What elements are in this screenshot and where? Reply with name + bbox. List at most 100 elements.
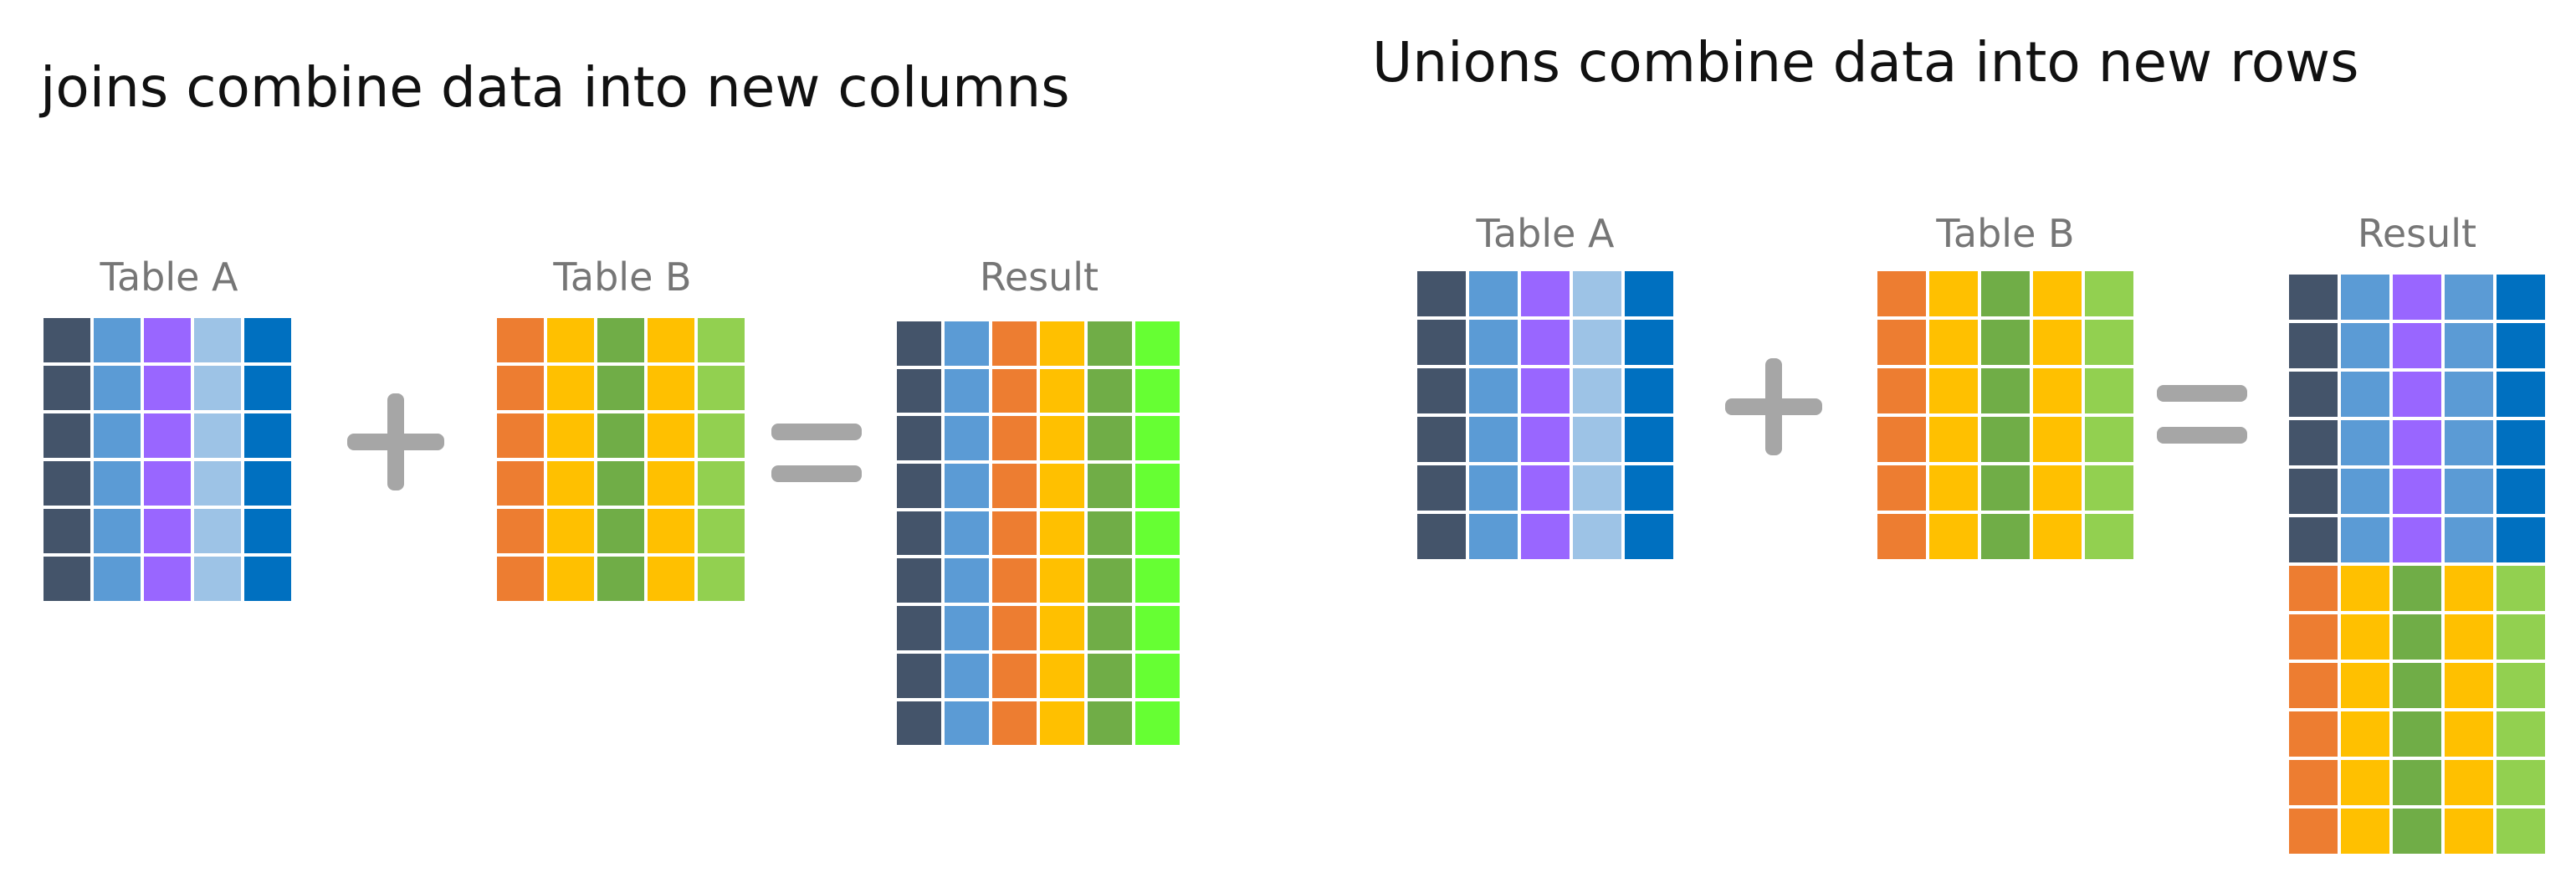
table-cell	[92, 507, 142, 555]
table-cell	[1876, 464, 1928, 512]
table-cell	[2339, 661, 2391, 710]
table-cell	[1876, 270, 1928, 318]
table-cell	[545, 460, 596, 507]
joins-result-grid	[895, 320, 1181, 747]
table-cell	[1928, 367, 1979, 415]
table-cell	[1416, 367, 1467, 415]
table-cell	[2443, 273, 2495, 321]
table-cell	[1086, 367, 1134, 415]
table-cell	[2031, 464, 2083, 512]
table-cell	[1876, 367, 1928, 415]
joins-heading: joins combine data into new columns	[40, 55, 1070, 120]
table-cell	[495, 555, 545, 603]
table-cell	[1416, 318, 1467, 367]
table-cell	[2495, 418, 2547, 467]
table-cell	[1467, 512, 1519, 561]
table-cell	[2391, 807, 2443, 855]
table-cell	[2339, 467, 2391, 516]
table-cell	[2391, 564, 2443, 613]
table-cell	[2083, 512, 2135, 561]
table-cell	[545, 555, 596, 603]
table-cell	[1928, 318, 1979, 367]
table-cell	[2287, 321, 2339, 370]
table-cell	[495, 507, 545, 555]
table-cell	[2443, 321, 2495, 370]
table-cell	[142, 460, 192, 507]
table-cell	[2443, 613, 2495, 661]
table-cell	[1571, 367, 1623, 415]
table-cell	[2391, 661, 2443, 710]
table-cell	[1416, 464, 1467, 512]
table-cell	[2443, 661, 2495, 710]
table-cell	[991, 557, 1038, 605]
table-cell	[1623, 318, 1675, 367]
table-cell	[1134, 557, 1181, 605]
table-cell	[1876, 318, 1928, 367]
table-cell	[1876, 415, 1928, 464]
table-cell	[1038, 320, 1086, 367]
table-cell	[1571, 464, 1623, 512]
table-cell	[2391, 467, 2443, 516]
table-cell	[943, 414, 991, 463]
table-cell	[646, 364, 696, 412]
table-cell	[1623, 464, 1675, 512]
table-cell	[1979, 464, 2031, 512]
table-cell	[2083, 415, 2135, 464]
table-cell	[2287, 370, 2339, 418]
table-cell	[1038, 651, 1086, 700]
table-cell	[1086, 699, 1134, 747]
unions-table-a-grid	[1416, 270, 1675, 561]
table-cell	[92, 364, 142, 412]
table-cell	[2287, 661, 2339, 710]
table-cell	[495, 316, 545, 364]
joins-plus-icon	[347, 393, 444, 490]
table-cell	[1134, 509, 1181, 557]
table-cell	[2495, 321, 2547, 370]
table-cell	[646, 412, 696, 460]
unions-table-b-grid	[1876, 270, 2135, 561]
table-cell	[1086, 509, 1134, 557]
table-cell	[646, 316, 696, 364]
table-cell	[2495, 516, 2547, 564]
table-cell	[1467, 415, 1519, 464]
table-cell	[1038, 414, 1086, 463]
table-cell	[1038, 699, 1086, 747]
table-cell	[243, 316, 293, 364]
table-cell	[2339, 273, 2391, 321]
table-cell	[2443, 370, 2495, 418]
joins-table-a-grid	[42, 316, 293, 603]
table-cell	[142, 364, 192, 412]
table-cell	[243, 412, 293, 460]
table-cell	[2339, 516, 2391, 564]
table-cell	[192, 460, 243, 507]
table-cell	[943, 367, 991, 415]
table-cell	[991, 604, 1038, 652]
table-cell	[991, 651, 1038, 700]
table-cell	[895, 367, 943, 415]
joins-table-a-label: Table A	[100, 254, 238, 300]
table-cell	[1038, 462, 1086, 510]
table-cell	[895, 557, 943, 605]
table-cell	[943, 557, 991, 605]
table-cell	[2495, 710, 2547, 758]
joins-table-b-label: Table B	[553, 254, 692, 300]
table-cell	[943, 699, 991, 747]
table-cell	[2083, 318, 2135, 367]
table-cell	[2391, 418, 2443, 467]
table-cell	[1134, 367, 1181, 415]
table-cell	[991, 367, 1038, 415]
table-cell	[696, 460, 746, 507]
table-cell	[1038, 367, 1086, 415]
table-cell	[596, 460, 646, 507]
table-cell	[2443, 807, 2495, 855]
table-cell	[142, 316, 192, 364]
table-cell	[2287, 516, 2339, 564]
table-cell	[1086, 557, 1134, 605]
table-cell	[2495, 613, 2547, 661]
table-cell	[943, 320, 991, 367]
table-cell	[2287, 613, 2339, 661]
table-cell	[1416, 415, 1467, 464]
table-cell	[2339, 758, 2391, 807]
table-cell	[1467, 318, 1519, 367]
table-cell	[2031, 270, 2083, 318]
